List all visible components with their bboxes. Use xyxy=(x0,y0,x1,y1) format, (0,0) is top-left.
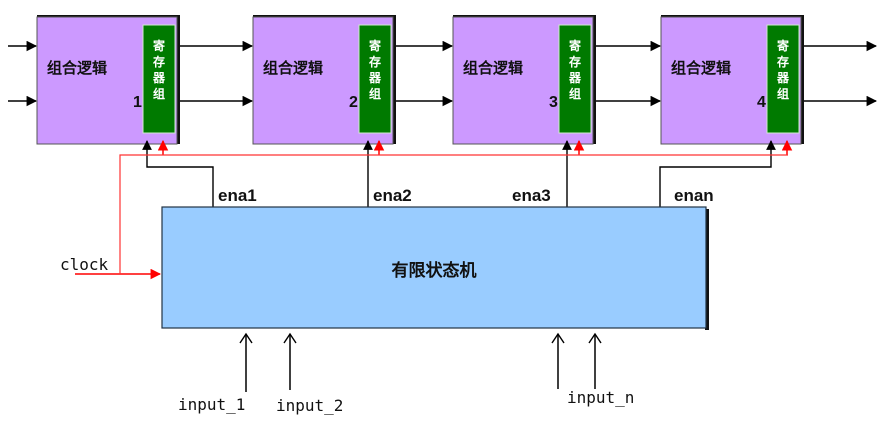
fsm-shadow xyxy=(705,209,709,330)
block-title: 组合逻辑 xyxy=(263,59,323,77)
input-n-arrowhead-a xyxy=(551,332,565,344)
block-number: 2 xyxy=(349,94,358,111)
register-char: 器 xyxy=(152,71,166,85)
clock-signal: clock xyxy=(60,154,788,280)
register-char: 组 xyxy=(777,86,789,101)
register-body xyxy=(558,24,592,134)
register-body xyxy=(142,24,176,134)
register-char: 器 xyxy=(568,71,582,85)
register-char: 组 xyxy=(569,86,581,101)
register-char: 寄 xyxy=(153,38,165,53)
enable-label: ena3 xyxy=(512,186,551,205)
input-n-arrowhead-b xyxy=(588,332,602,344)
clock-distribution-line xyxy=(119,154,788,274)
register-char: 组 xyxy=(369,86,381,101)
register-char: 存 xyxy=(368,54,381,69)
enable-label: enan xyxy=(674,186,714,205)
register-body xyxy=(358,24,392,134)
input-2-arrowhead xyxy=(283,332,297,344)
register-char: 器 xyxy=(368,71,382,85)
enable-wire-1 xyxy=(142,140,214,207)
register-char: 器 xyxy=(776,71,790,85)
input-2-label: input_2 xyxy=(276,396,343,415)
block-shadow-right xyxy=(392,15,396,144)
register-char: 寄 xyxy=(777,38,789,53)
input-n-label: input_n xyxy=(567,388,634,407)
fsm-inputs: input_1 input_2 input_n xyxy=(178,332,634,415)
block-number: 1 xyxy=(133,94,142,111)
register-char: 寄 xyxy=(569,38,581,53)
fsm-block: 有限状态机 xyxy=(161,206,709,330)
fsm-title: 有限状态机 xyxy=(392,260,477,281)
fsm-body xyxy=(161,206,707,329)
block-shadow-right xyxy=(176,15,180,144)
block-title: 组合逻辑 xyxy=(671,59,731,77)
enable-wire-4 xyxy=(659,140,776,213)
register-char: 寄 xyxy=(369,38,381,53)
input-1-arrowhead xyxy=(239,332,253,344)
block-number: 4 xyxy=(757,94,766,111)
block-title: 组合逻辑 xyxy=(463,59,523,77)
input-1-label: input_1 xyxy=(178,395,245,414)
register-char: 存 xyxy=(776,54,789,69)
block-title: 组合逻辑 xyxy=(47,59,107,77)
enable-label: ena2 xyxy=(373,186,412,205)
clock-label: clock xyxy=(60,255,109,274)
register-char: 存 xyxy=(568,54,581,69)
register-body xyxy=(766,24,800,134)
enable-label: ena1 xyxy=(218,186,257,205)
register-char: 组 xyxy=(153,86,165,101)
block-number: 3 xyxy=(549,94,558,111)
block-shadow-right xyxy=(800,15,804,144)
block-shadow-right xyxy=(592,15,596,144)
register-char: 存 xyxy=(152,54,165,69)
